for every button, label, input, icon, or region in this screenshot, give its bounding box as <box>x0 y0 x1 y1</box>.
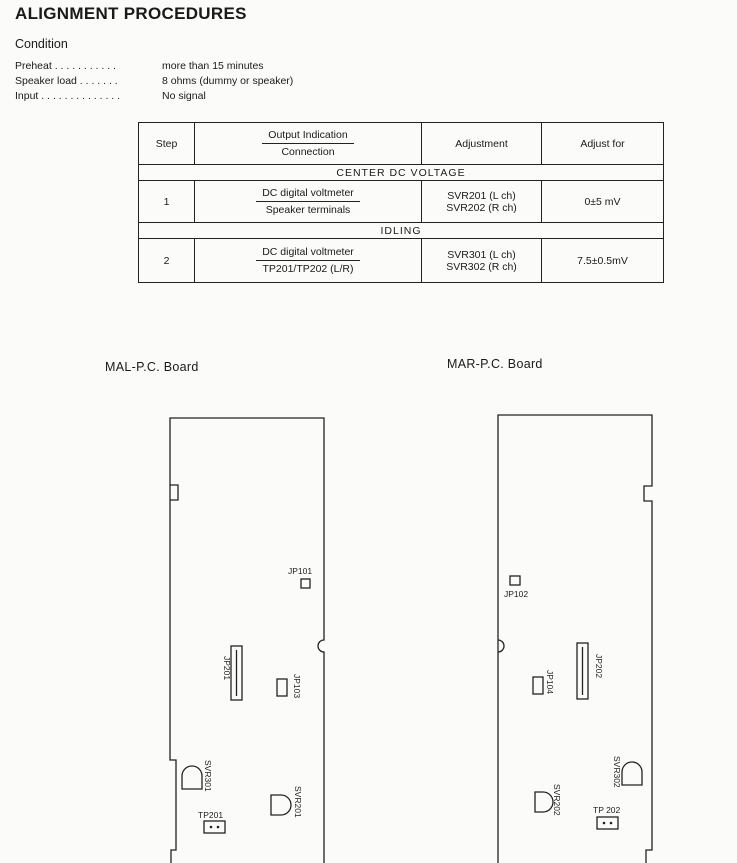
condition-label: Input . . . . . . . . . . . . . . <box>15 90 121 102</box>
adjustment-line: SVR301 (L ch) <box>447 248 516 261</box>
jp104-label: JP104 <box>545 670 555 694</box>
adjustment-cell: SVR201 (L ch) SVR202 (R ch) <box>421 180 542 223</box>
tp201-testpoint <box>203 820 226 834</box>
mal-board-outline <box>169 417 325 863</box>
condition-value: more than 15 minutes <box>162 60 264 72</box>
condition-label: Preheat . . . . . . . . . . . <box>15 60 116 72</box>
tp202-label: TP 202 <box>593 805 621 815</box>
header-connection-label: Connection <box>281 146 335 158</box>
jp103-jumper <box>276 678 288 697</box>
jp201-label: JP201 <box>222 656 232 680</box>
adjust-for-cell: 0±5 mV <box>541 180 664 223</box>
adjust-for-cell: 7.5±0.5mV <box>541 238 664 283</box>
condition-value: 8 ohms (dummy or speaker) <box>162 75 294 87</box>
condition-value: No signal <box>162 90 206 102</box>
condition-heading: Condition <box>15 37 68 51</box>
jp101-jumper <box>300 578 311 589</box>
condition-row-speaker-load: Speaker load . . . . . . . 8 ohms (dummy … <box>15 75 293 87</box>
jp201-connector <box>230 645 243 701</box>
svr301-potentiometer <box>181 765 203 790</box>
connection-label: TP201/TP202 (L/R) <box>262 263 354 275</box>
tp201-label: TP201 <box>198 810 223 820</box>
condition-label: Speaker load . . . . . . . <box>15 75 118 87</box>
jp202-connector <box>576 642 589 700</box>
table-header-row: Step Output Indication Connection Adjust… <box>138 122 664 165</box>
svr201-label: SVR201 <box>293 786 303 818</box>
connection-label: Speaker terminals <box>265 204 351 216</box>
condition-row-preheat: Preheat . . . . . . . . . . . more than 1… <box>15 60 264 72</box>
jp102-jumper <box>509 575 521 586</box>
mal-board-title: MAL-P.C. Board <box>105 360 199 374</box>
jp102-label: JP102 <box>504 589 528 599</box>
mar-board-outline <box>497 414 653 863</box>
svr202-label: SVR202 <box>552 784 562 816</box>
header-adjustment: Adjustment <box>421 122 542 165</box>
condition-row-input: Input . . . . . . . . . . . . . . No sign… <box>15 90 206 102</box>
step-cell: 2 <box>138 238 195 283</box>
alignment-table: Step Output Indication Connection Adjust… <box>138 122 664 283</box>
adjustment-line: SVR302 (R ch) <box>446 260 517 273</box>
table-row: 1 DC digital voltmeter Speaker terminals… <box>138 180 664 223</box>
indication-cell: DC digital voltmeter TP201/TP202 (L/R) <box>194 238 422 283</box>
adjustment-line: SVR201 (L ch) <box>447 189 516 202</box>
svr301-label: SVR301 <box>203 760 213 792</box>
svr302-potentiometer <box>621 761 643 786</box>
adjustment-cell: SVR301 (L ch) SVR302 (R ch) <box>421 238 542 283</box>
jp104-jumper <box>532 676 544 695</box>
jp103-label: JP103 <box>292 674 302 698</box>
tp202-testpoint <box>596 816 619 830</box>
table-row: 2 DC digital voltmeter TP201/TP202 (L/R)… <box>138 238 664 283</box>
page-title: ALIGNMENT PROCEDURES <box>15 4 247 23</box>
svr202-potentiometer <box>534 791 554 813</box>
svr201-potentiometer <box>270 794 292 816</box>
header-adjust-for: Adjust for <box>541 122 664 165</box>
mar-board-title: MAR-P.C. Board <box>447 357 543 371</box>
adjustment-line: SVR202 (R ch) <box>446 201 517 214</box>
svr302-label: SVR302 <box>612 756 622 788</box>
jp202-label: JP202 <box>594 654 604 678</box>
jp101-label: JP101 <box>288 566 312 576</box>
